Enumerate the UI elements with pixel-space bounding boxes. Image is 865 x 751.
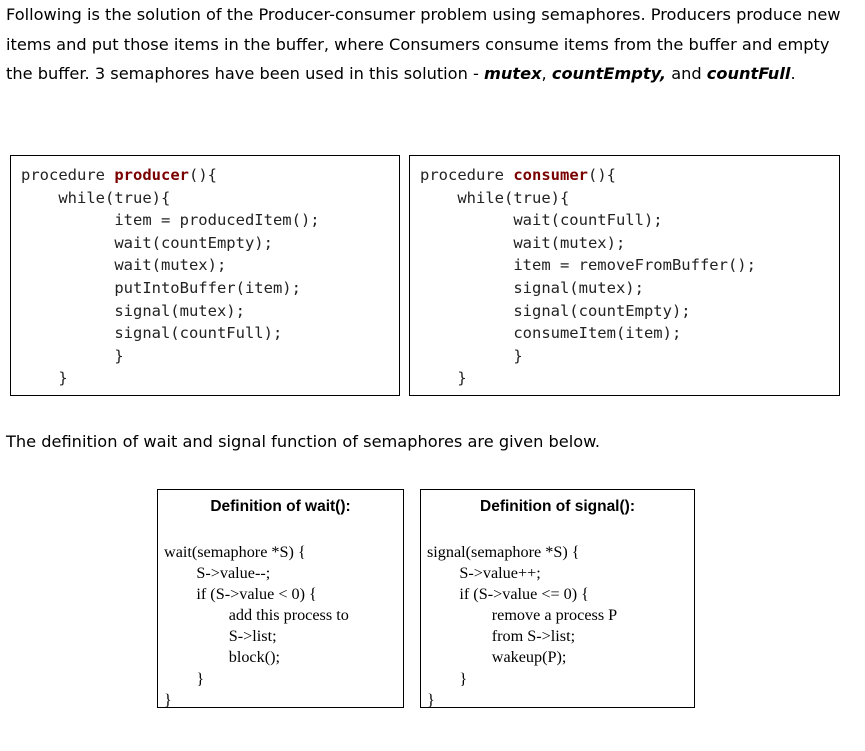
producer-line: while(true){ (21, 188, 171, 207)
mutex-term: mutex (483, 64, 542, 83)
producer-line: } (21, 369, 68, 388)
wait-definition-code: wait(semaphore *S) { S->value--; if (S->… (164, 543, 349, 709)
intro-and: and (666, 64, 707, 83)
intro-sep: , (541, 64, 552, 83)
producer-line: } (21, 346, 124, 365)
consumer-name: consumer (513, 166, 588, 184)
consumer-line: signal(mutex); (420, 278, 644, 297)
consumer-line: } (420, 346, 523, 365)
consumer-line: consumeItem(item); (420, 324, 682, 343)
consumer-line: item = removeFromBuffer(); (420, 256, 756, 275)
consumer-line: wait(mutex); (420, 233, 626, 252)
consumer-header-pre: procedure (420, 166, 514, 184)
producer-name: producer (114, 166, 189, 184)
consumer-line: } (420, 369, 467, 388)
producer-line: signal(mutex); (21, 301, 245, 320)
signal-definition-box: Definition of signal(): signal(semaphore… (420, 489, 695, 709)
producer-code-box: procedure producer(){ while(true){ item … (10, 155, 400, 396)
producer-line: putIntoBuffer(item); (21, 278, 301, 297)
producer-line: item = producedItem(); (21, 211, 320, 230)
intro-paragraph: Following is the solution of the Produce… (6, 0, 856, 89)
count-empty-term: countEmpty, (551, 64, 667, 83)
consumer-line: while(true){ (420, 188, 570, 207)
producer-code: procedure producer(){ while(true){ item … (21, 164, 320, 390)
signal-definition-title: Definition of signal(): (480, 498, 635, 515)
consumer-code: procedure consumer(){ while(true){ wait(… (420, 164, 756, 390)
consumer-line: signal(countEmpty); (420, 301, 691, 320)
consumer-header-post: (){ (587, 166, 616, 184)
count-full-term: countFull (706, 64, 791, 83)
consumer-line: wait(countFull); (420, 211, 663, 230)
producer-line: wait(countEmpty); (21, 233, 273, 252)
definitions-intro: The definition of wait and signal functi… (6, 432, 601, 451)
producer-line: signal(countFull); (21, 324, 283, 343)
signal-definition-code: signal(semaphore *S) { S->value++; if (S… (427, 543, 618, 709)
producer-header-post: (){ (188, 166, 217, 184)
intro-text: Following is the solution of the Produce… (6, 5, 841, 83)
consumer-code-box: procedure consumer(){ while(true){ wait(… (409, 155, 840, 396)
wait-definition-box: Definition of wait(): wait(semaphore *S)… (157, 489, 404, 709)
producer-header-pre: procedure (21, 166, 115, 184)
intro-end: . (790, 64, 796, 83)
wait-definition-title: Definition of wait(): (210, 498, 351, 515)
producer-line: wait(mutex); (21, 256, 227, 275)
